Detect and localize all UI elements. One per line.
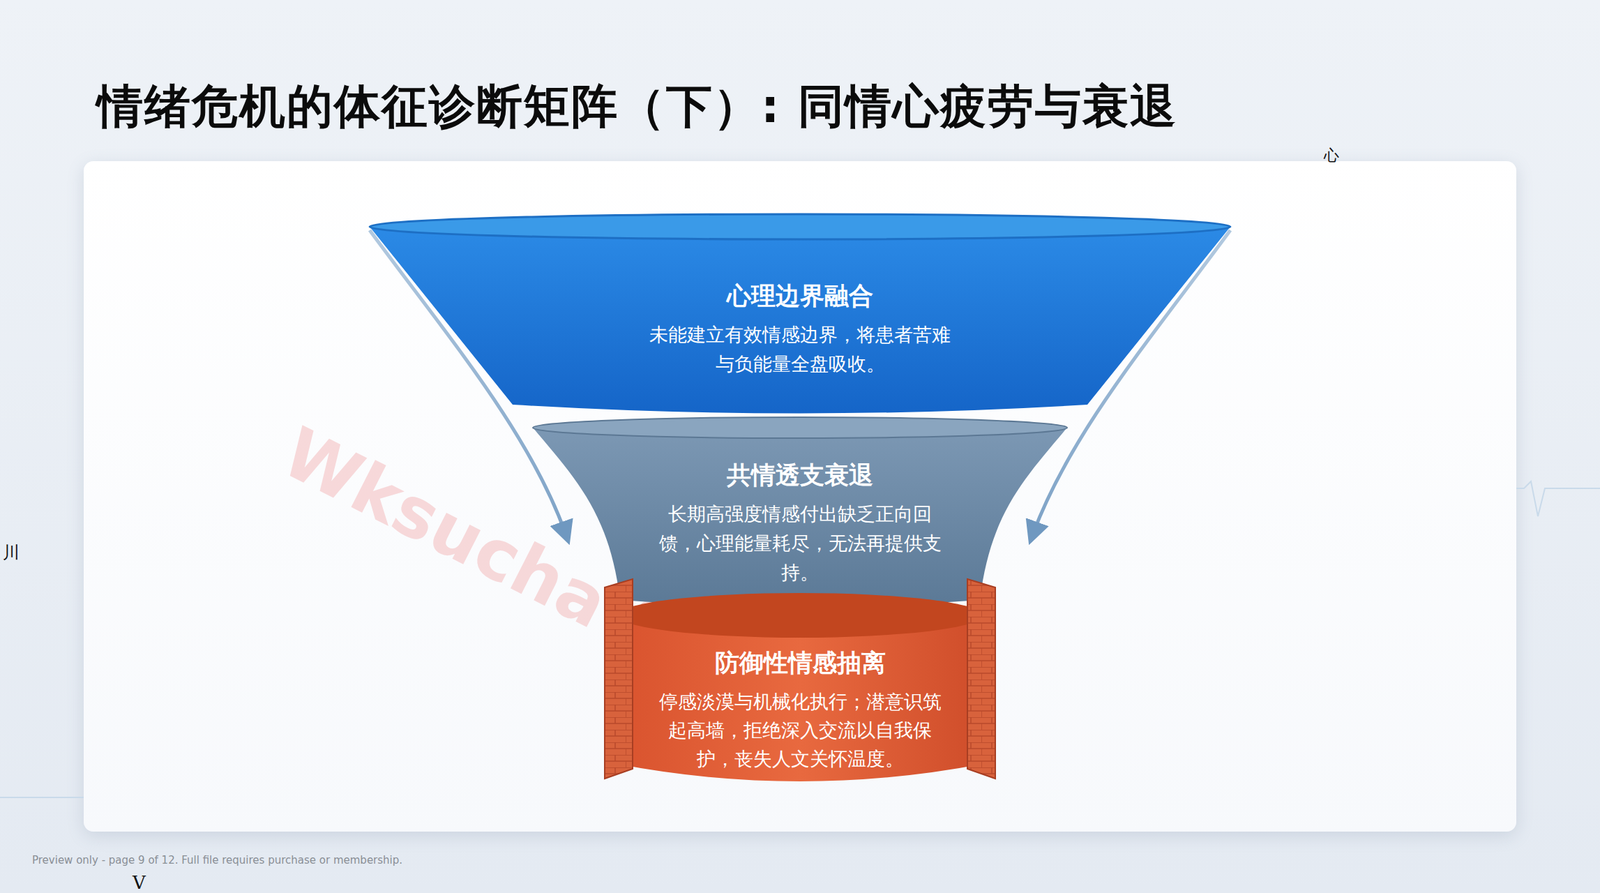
stage-heading: 心理边界融合 bbox=[643, 278, 957, 314]
stray-glyph: V bbox=[132, 871, 146, 893]
slide-title: 情绪危机的体征诊断矩阵（下）: 同情心疲劳与衰退 bbox=[96, 75, 1178, 139]
node-content: 共情透支衰退长期高强度情感付出缺乏正向回馈，心理能量耗尽，无法再提供支持。 bbox=[653, 458, 947, 588]
stage-description: 长期高强度情感付出缺乏正向回馈，心理能量耗尽，无法再提供支持。 bbox=[653, 499, 947, 588]
stage-description: 停感淡漠与机械化执行；潜意识筑起高墙，拒绝深入交流以自我保护，丧失人文关怀温度。 bbox=[653, 687, 947, 773]
funnel-top-band: 心理边界融合未能建立有效情感边界，将患者苦难与负能量全盘吸收。 bbox=[369, 209, 1231, 419]
brick-wall-cylinder: 防御性情感抽离停感淡漠与机械化执行；潜意识筑起高墙，拒绝深入交流以自我保护，丧失… bbox=[604, 578, 996, 789]
stage-heading: 防御性情感抽离 bbox=[653, 645, 947, 681]
stray-glyph: 心 bbox=[1323, 145, 1340, 166]
stray-glyph: 川 bbox=[2, 541, 20, 564]
node-shape bbox=[369, 209, 1231, 419]
stage-heading: 共情透支衰退 bbox=[653, 458, 947, 493]
node-content: 防御性情感抽离停感淡漠与机械化执行；潜意识筑起高墙，拒绝深入交流以自我保护，丧失… bbox=[653, 645, 947, 773]
stage-description: 未能建立有效情感边界，将患者苦难与负能量全盘吸收。 bbox=[643, 320, 957, 379]
node-content: 心理边界融合未能建立有效情感边界，将患者苦难与负能量全盘吸收。 bbox=[643, 278, 957, 379]
funnel-middle-band: 共情透支衰退长期高强度情感付出缺乏正向回馈，心理能量耗尽，无法再提供支持。 bbox=[532, 414, 1068, 607]
footer-note: Preview only - page 9 of 12. Full file r… bbox=[32, 853, 403, 867]
